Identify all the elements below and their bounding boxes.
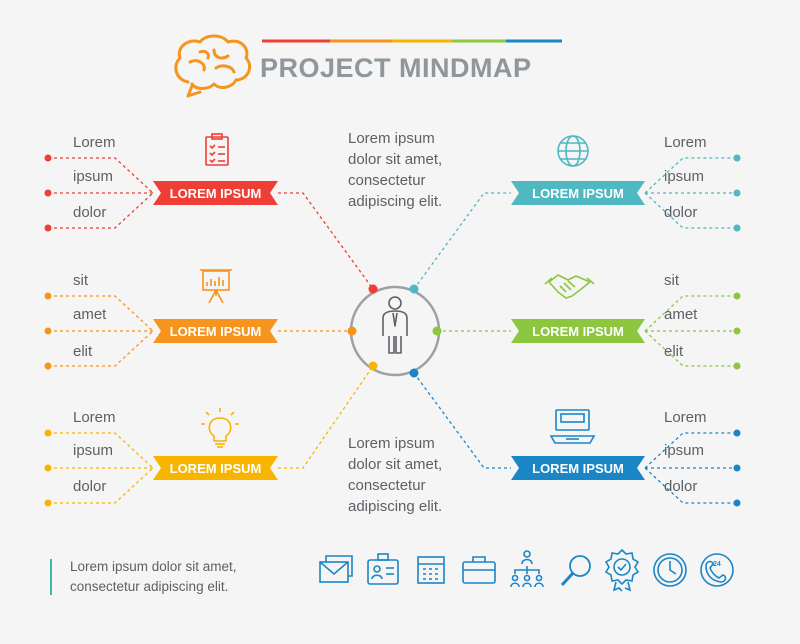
handshake-icon [544,274,595,299]
note-bottom-line-1: Lorem ipsum [348,435,435,452]
footer-accent-bar [50,559,52,595]
svg-text:24: 24 [713,561,721,568]
businessman-icon [382,296,408,354]
note-top-line-3: consectetur [348,172,426,189]
clipboard-checklist-icon [205,133,229,166]
brain-icon [174,34,252,98]
banner-left-middle: LOREM IPSUM [169,323,262,339]
clock-icon [653,553,687,587]
briefcase-icon [462,556,496,584]
note-bottom-line-2: dolor sit amet, [348,456,443,473]
branch-right-middle-item-1: sit [664,272,679,289]
branch-right-middle-item-2: amet [664,306,698,323]
connector-dots [44,154,741,507]
branch-left-top-item-3: dolor [73,204,107,221]
footer-line-2: consectetur adipiscing elit. [70,579,229,594]
branch-right-middle-item-3: elit [664,343,684,360]
globe-icon [557,135,589,167]
banner-left-bottom: LOREM IPSUM [169,460,262,476]
note-top-line-1: Lorem ipsum [348,130,435,147]
banner-left-top: LOREM IPSUM [169,185,262,201]
branch-left-bottom-item-3: dolor [73,478,107,495]
lightbulb-icon [201,408,239,448]
branch-right-top-item-2: ipsum [664,168,705,185]
branch-left-middle-item-3: elit [73,343,93,360]
magnifier-icon [560,555,591,587]
branch-right-top-item-3: dolor [664,204,698,221]
center-node [347,284,442,378]
note-top-line-2: dolor sit amet, [348,151,443,168]
footer-note: Lorem ipsum dolor sit amet, consectetur … [70,557,237,597]
branch-left-top-item-1: Lorem [73,134,116,151]
note-top-line-4: adipiscing elit. [348,193,443,210]
connectors-right [413,157,737,504]
banner-right-middle: LOREM IPSUM [532,323,624,339]
branch-right-top-item-1: Lorem [664,134,707,151]
note-top: Lorem ipsum dolor sit amet, consectetur … [348,128,442,212]
id-badge-icon [367,553,399,585]
page-title: PROJECT MINDMAP [260,53,532,83]
note-bottom-line-4: adipiscing elit. [348,498,443,515]
banner-right-top: LOREM IPSUM [532,185,624,201]
note-bottom: Lorem ipsum dolor sit amet, consectetur … [348,433,442,517]
banner-shapes [153,181,645,480]
branch-left-top-item-2: ipsum [73,168,114,185]
banner-right-bottom: LOREM IPSUM [532,460,624,476]
team-hierarchy-icon [510,550,544,588]
calendar-icon [417,556,445,584]
branch-left-middle-item-2: amet [73,306,107,323]
branch-left-middle-item-1: sit [73,272,88,289]
note-bottom-line-3: consectetur [348,477,426,494]
branch-left-bottom-item-1: Lorem [73,409,116,426]
connectors-left [48,157,374,504]
laptop-icon [549,409,596,444]
branch-right-bottom-item-1: Lorem [664,409,707,426]
envelopes-icon [319,555,353,583]
footer-line-1: Lorem ipsum dolor sit amet, [70,559,237,574]
support-24-icon: 24 [700,553,734,587]
branch-right-bottom-item-3: dolor [664,478,698,495]
branch-right-bottom-item-2: ipsum [664,442,705,459]
award-badge-icon [604,548,640,592]
presentation-board-icon [200,269,232,304]
branch-left-bottom-item-2: ipsum [73,442,114,459]
